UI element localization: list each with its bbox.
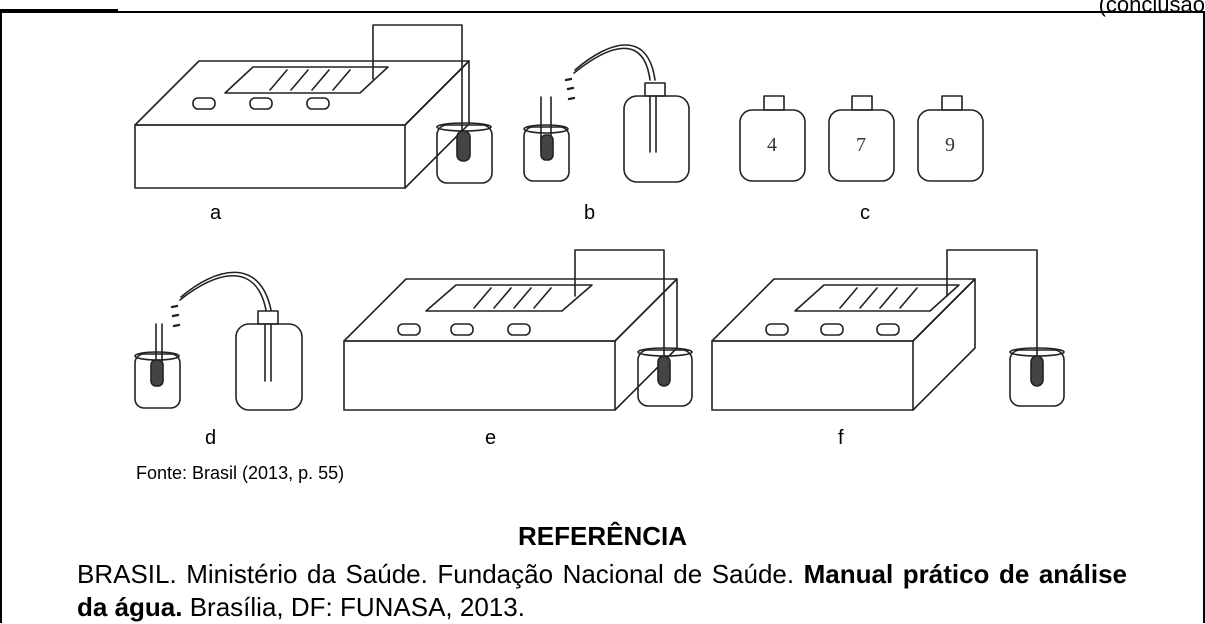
panel-label-c: c — [860, 202, 870, 224]
panel-label-b: b — [584, 202, 595, 224]
top-rule — [0, 11, 1205, 13]
reference-entry: BRASIL. Ministério da Saúde. Fundação Na… — [77, 558, 1127, 624]
top-rule-short — [0, 9, 118, 11]
panel-label-a: a — [210, 202, 222, 224]
ph-meter-f — [711, 249, 1065, 411]
buffer-bottles-c — [739, 95, 984, 182]
figure-source: Fonte: Brasil (2013, p. 55) — [136, 463, 345, 483]
panel-label-f: f — [838, 427, 844, 449]
buffer-bottle-7-label: 7 — [856, 134, 866, 156]
ph-meter-e — [343, 249, 693, 411]
reference-heading: REFERÊNCIA — [517, 521, 687, 551]
frame-right-border — [1203, 11, 1205, 623]
rinse-step-b — [523, 44, 690, 183]
panel-label-d: d — [205, 427, 216, 449]
ph-meter-a — [134, 24, 493, 189]
reference-authors: BRASIL. Ministério da Saúde. Fundação Na… — [77, 559, 804, 589]
rinse-step-d — [134, 271, 303, 411]
buffer-bottle-9-label: 9 — [945, 134, 955, 156]
buffer-bottle-4-label: 4 — [767, 134, 777, 156]
frame-left-border — [0, 11, 2, 623]
panel-label-e: e — [485, 427, 496, 449]
reference-publisher: Brasília, DF: FUNASA, 2013. — [182, 592, 525, 622]
reference-work-title: Manual prático de análise da água. — [77, 559, 1127, 622]
